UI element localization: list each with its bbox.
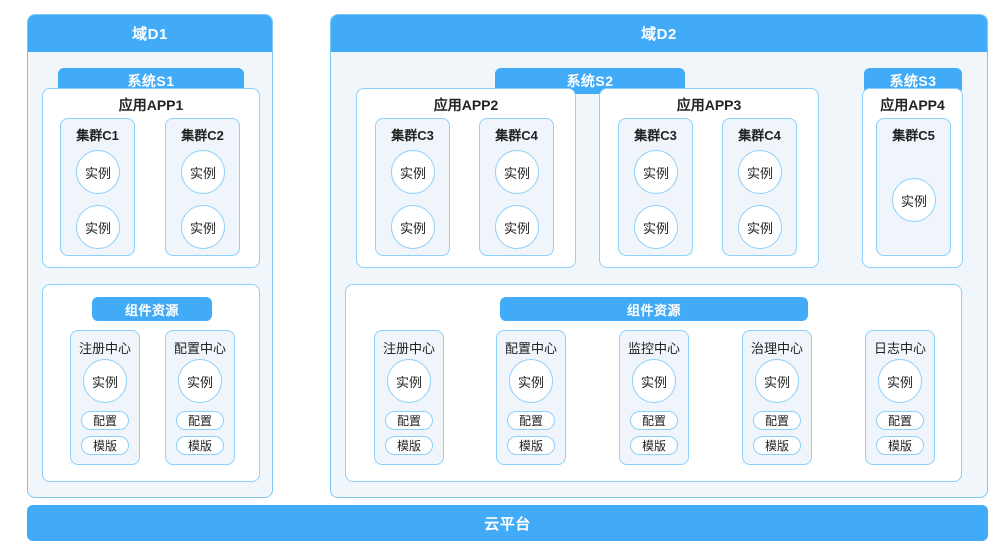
component-pill-config: 配置 xyxy=(507,411,555,430)
component-pill-template: 模版 xyxy=(630,436,678,455)
component-pill-config: 配置 xyxy=(753,411,801,430)
domain-panel-d1: 域D1 系统S1 应用APP1 集群C1 实例 实例 集群C2 实例 实例 组件… xyxy=(27,14,273,498)
component-card-title: 监控中心 xyxy=(627,341,680,356)
cluster-title-c3: 集群C3 xyxy=(634,128,677,143)
cluster-title-c1: 集群C1 xyxy=(76,128,119,143)
app-box-app1: 应用APP1 集群C1 实例 实例 集群C2 实例 实例 xyxy=(42,88,260,268)
cluster-title-c3: 集群C3 xyxy=(391,128,434,143)
component-pill-template: 模版 xyxy=(176,436,224,455)
component-resource-block-d2: 组件资源 注册中心 实例 配置 模版 配置中心 实例 配置 模版 监控中心 实例… xyxy=(345,284,962,482)
cluster-card-c3: 集群C3 实例 实例 xyxy=(375,118,450,256)
cluster-card-c2: 集群C2 实例 实例 xyxy=(165,118,240,256)
instance-circle: 实例 xyxy=(76,150,120,194)
component-pill-template: 模版 xyxy=(385,436,433,455)
cluster-title-c2: 集群C2 xyxy=(181,128,224,143)
app-title-app4: 应用APP4 xyxy=(880,97,945,113)
instance-circle: 实例 xyxy=(495,205,539,249)
app-box-app4: 应用APP4 集群C5 实例 xyxy=(862,88,963,268)
app-title-app3: 应用APP3 xyxy=(676,97,742,113)
instance-circle: 实例 xyxy=(76,205,120,249)
component-pill-template: 模版 xyxy=(876,436,924,455)
instance-circle: 实例 xyxy=(181,205,225,249)
component-card-governance: 治理中心 实例 配置 模版 xyxy=(742,330,812,465)
instance-circle: 实例 xyxy=(387,359,431,403)
instance-circle: 实例 xyxy=(892,178,936,222)
instance-circle: 实例 xyxy=(634,205,678,249)
component-pill-template: 模版 xyxy=(753,436,801,455)
component-pill-config: 配置 xyxy=(385,411,433,430)
cloud-platform-bar: 云平台 xyxy=(27,505,988,541)
instance-circle: 实例 xyxy=(178,359,222,403)
component-resource-bar-d1: 组件资源 xyxy=(92,297,212,321)
cluster-card-c4: 集群C4 实例 实例 xyxy=(479,118,554,256)
domain-title-d1: 域D1 xyxy=(28,15,272,52)
component-pill-config: 配置 xyxy=(81,411,129,430)
instance-circle: 实例 xyxy=(391,150,435,194)
cluster-card-c5: 集群C5 实例 xyxy=(876,118,951,256)
instance-circle: 实例 xyxy=(738,205,782,249)
instance-circle: 实例 xyxy=(632,359,676,403)
instance-circle: 实例 xyxy=(391,205,435,249)
cluster-title-c5: 集群C5 xyxy=(892,128,935,143)
component-card-title: 注册中心 xyxy=(382,341,435,356)
cluster-title-c4: 集群C4 xyxy=(738,128,781,143)
domain-title-d2: 域D2 xyxy=(331,15,987,52)
instance-circle: 实例 xyxy=(878,359,922,403)
cluster-title-c4: 集群C4 xyxy=(495,128,538,143)
component-card-registry: 注册中心 实例 配置 模版 xyxy=(374,330,444,465)
instance-circle: 实例 xyxy=(634,150,678,194)
component-card-title: 配置中心 xyxy=(504,341,557,356)
component-pill-config: 配置 xyxy=(876,411,924,430)
app-title-app1: 应用APP1 xyxy=(118,97,184,113)
instance-circle: 实例 xyxy=(738,150,782,194)
component-pill-config: 配置 xyxy=(630,411,678,430)
app-title-app2: 应用APP2 xyxy=(433,97,499,113)
app-box-app3: 应用APP3 集群C3 实例 实例 集群C4 实例 实例 xyxy=(599,88,819,268)
cluster-card-c3: 集群C3 实例 实例 xyxy=(618,118,693,256)
component-pill-config: 配置 xyxy=(176,411,224,430)
component-card-log: 日志中心 实例 配置 模版 xyxy=(865,330,935,465)
component-resource-bar-d2: 组件资源 xyxy=(500,297,808,321)
component-card-title: 日志中心 xyxy=(873,341,926,356)
instance-circle: 实例 xyxy=(495,150,539,194)
instance-circle: 实例 xyxy=(83,359,127,403)
component-card-config: 配置中心 实例 配置 模版 xyxy=(496,330,566,465)
component-card-registry: 注册中心 实例 配置 模版 xyxy=(70,330,140,465)
app-box-app2: 应用APP2 集群C3 实例 实例 集群C4 实例 实例 xyxy=(356,88,576,268)
cluster-card-c4: 集群C4 实例 实例 xyxy=(722,118,797,256)
component-card-title: 注册中心 xyxy=(78,341,131,356)
component-card-monitor: 监控中心 实例 配置 模版 xyxy=(619,330,689,465)
component-pill-template: 模版 xyxy=(81,436,129,455)
domain-panel-d2: 域D2 系统S2 系统S3 应用APP2 集群C3 实例 实例 集群C4 实例 … xyxy=(330,14,988,498)
component-card-title: 治理中心 xyxy=(750,341,803,356)
instance-circle: 实例 xyxy=(755,359,799,403)
instance-circle: 实例 xyxy=(509,359,553,403)
component-resource-block-d1: 组件资源 注册中心 实例 配置 模版 配置中心 实例 配置 模版 xyxy=(42,284,260,482)
cluster-card-c1: 集群C1 实例 实例 xyxy=(60,118,135,256)
component-card-config: 配置中心 实例 配置 模版 xyxy=(165,330,235,465)
component-pill-template: 模版 xyxy=(507,436,555,455)
component-card-title: 配置中心 xyxy=(173,341,226,356)
instance-circle: 实例 xyxy=(181,150,225,194)
